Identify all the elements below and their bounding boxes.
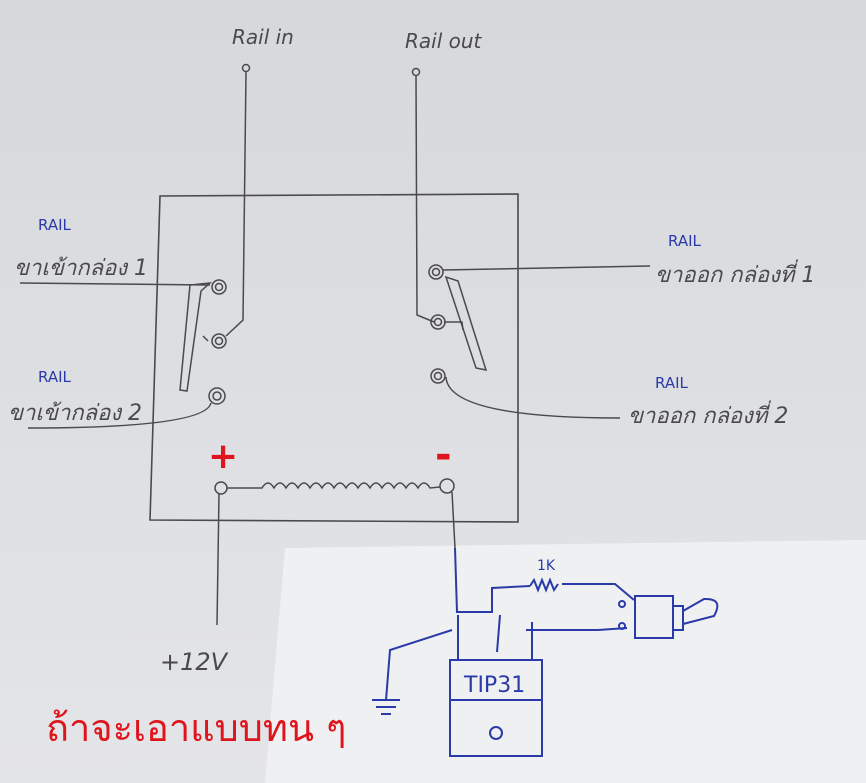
rail-in-label: Rail in xyxy=(232,25,294,49)
left-rail-2-tag: RAIL xyxy=(38,368,71,386)
coil-plus-label: + xyxy=(208,436,238,477)
rail-out-label: Rail out xyxy=(405,29,483,53)
left-rail-2-text: ขาเข้ากล่อง 2 xyxy=(8,401,142,426)
paper-sheet-front xyxy=(265,540,866,783)
toggle-switch xyxy=(618,595,719,639)
right-contacts xyxy=(428,264,651,419)
rail-out-lead xyxy=(411,67,435,323)
relay-coil xyxy=(214,478,456,626)
driver-circuit xyxy=(372,547,635,757)
right-rail-2-tag: RAIL xyxy=(655,374,688,392)
rail-in-lead xyxy=(225,63,251,337)
transistor-label: TIP31 xyxy=(463,673,525,698)
supply-label: +12V xyxy=(160,648,229,676)
coil-minus-label: - xyxy=(435,432,452,478)
right-rail-1-tag: RAIL xyxy=(668,232,701,250)
right-rail-1-text: ขาออก กล่องที่ 1 xyxy=(655,259,815,288)
resistor-label: 1K xyxy=(537,558,556,574)
left-contacts xyxy=(19,279,227,429)
left-rail-1-text: ขาเข้ากล่อง 1 xyxy=(14,256,148,281)
right-rail-2-text: ขาออก กล่องที่ 2 xyxy=(628,400,788,429)
caption: ถ้าจะเอาแบบทน ๆ xyxy=(46,706,346,750)
relay-box xyxy=(149,193,519,523)
left-rail-1-tag: RAIL xyxy=(38,216,71,234)
